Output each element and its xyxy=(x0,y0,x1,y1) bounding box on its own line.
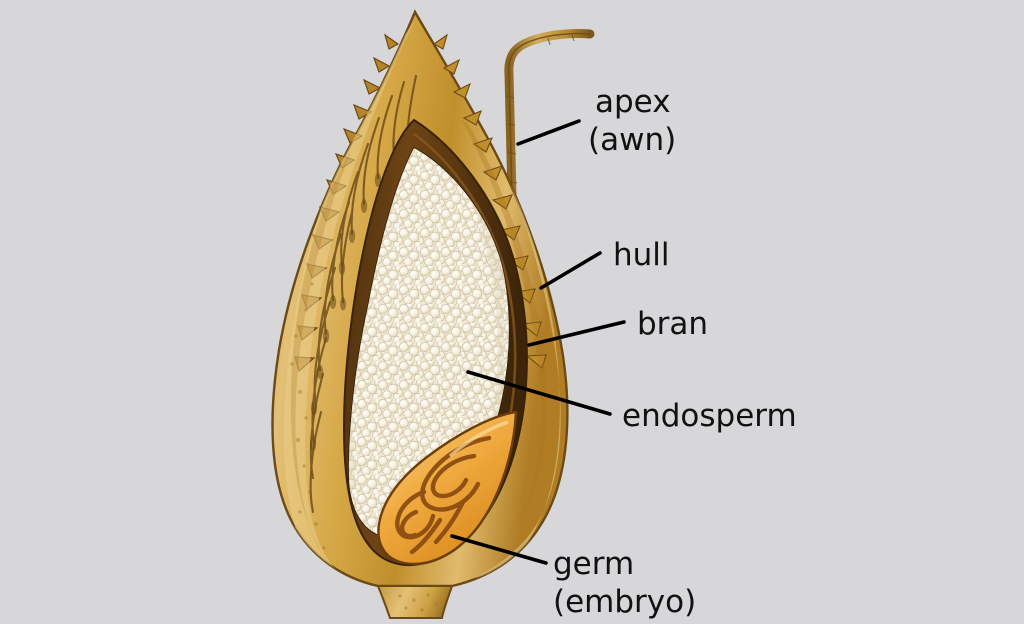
leader-lines xyxy=(450,119,626,565)
label-germ-line2: (embryo) xyxy=(553,584,696,620)
label-hull: hull xyxy=(613,237,670,273)
hull-speckle xyxy=(290,282,326,550)
hull-bristles-right xyxy=(432,33,547,369)
label-bran: bran xyxy=(637,306,708,342)
pedicel-speckle xyxy=(398,593,438,612)
germ-highlight xyxy=(448,420,509,458)
label-endosperm: endosperm xyxy=(622,398,797,434)
leader-line-hull xyxy=(539,251,602,290)
label-germ-line1: germ xyxy=(553,546,634,582)
leader-line-endosperm xyxy=(466,370,612,416)
leader-line-bran xyxy=(527,320,626,347)
leader-line-germ xyxy=(450,534,548,565)
leader-line-apex xyxy=(516,119,581,146)
label-apex-line2: (awn) xyxy=(588,122,676,158)
labels-group: apex (awn) hull bran endosperm germ (emb… xyxy=(553,84,797,620)
germ-body xyxy=(377,410,518,566)
label-apex-line1: apex xyxy=(595,84,671,120)
pedicel-body xyxy=(376,585,454,619)
germ-group xyxy=(377,410,518,566)
pedicel-group xyxy=(376,585,454,619)
